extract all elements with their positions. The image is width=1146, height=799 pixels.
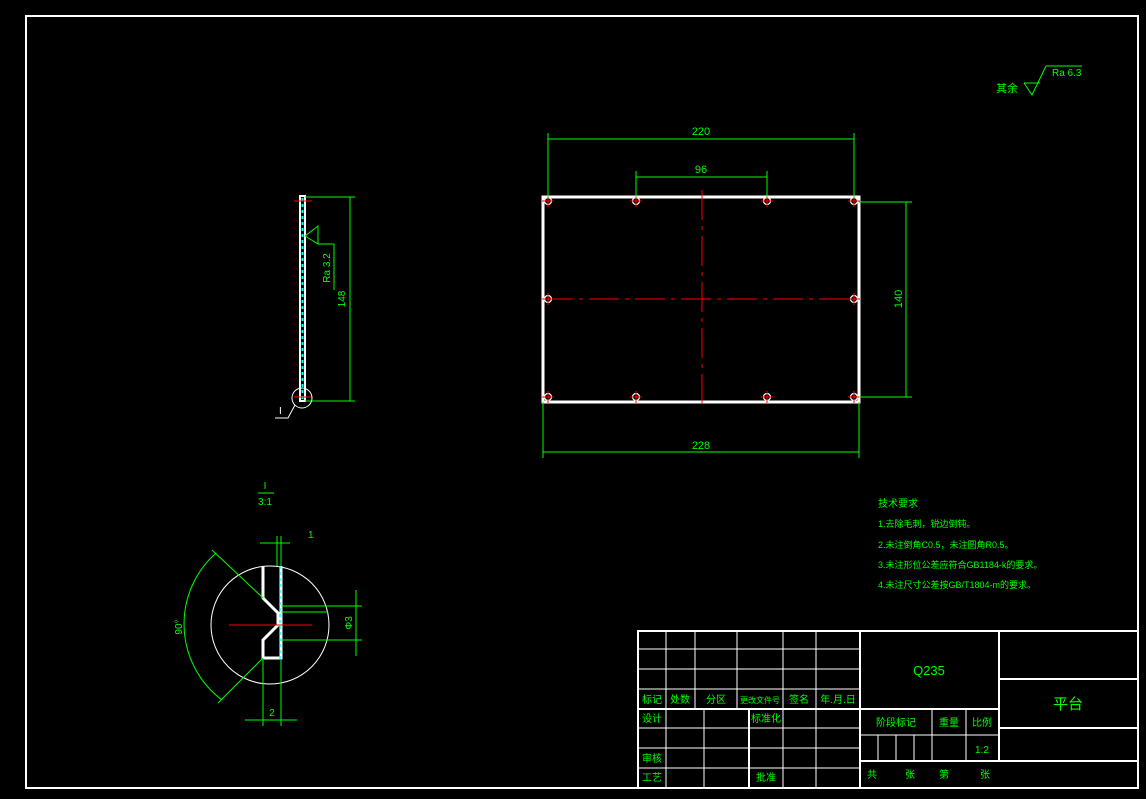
mounting-hole xyxy=(848,391,860,403)
stage-mark-label: 阶段标记 xyxy=(876,716,916,729)
dimension-top-width: 220 xyxy=(547,126,855,197)
revision-header-cell: 年.月.日 xyxy=(820,693,856,706)
dim-148-label: 148 xyxy=(337,290,348,307)
dim-220-label: 220 xyxy=(692,126,710,138)
revision-header-cell: 标记 xyxy=(642,694,662,706)
mounting-hole xyxy=(542,195,554,207)
scale-value: 1:2 xyxy=(975,745,989,756)
revision-header-cell: 更改文件号 xyxy=(740,695,780,705)
sheets-total-label: 共 xyxy=(867,769,877,781)
tech-note-1: 1.去除毛刺，锐边倒钝。 xyxy=(878,518,976,529)
sheets-unit-1: 张 xyxy=(905,769,915,781)
dim-96-label: 96 xyxy=(695,164,707,176)
roughness-side-value: Ra 3.2 xyxy=(322,253,333,283)
detail-circle xyxy=(210,565,330,685)
revision-header-cell: 分区 xyxy=(706,694,726,706)
mounting-hole xyxy=(761,195,773,207)
plate-side-view: 148 Ra 3.2 I xyxy=(275,195,355,419)
roughness-prefix: 其余 xyxy=(996,81,1018,95)
mounting-hole xyxy=(542,293,554,305)
detail-scale-top: I xyxy=(264,481,267,492)
detail-scale-bottom: 3:1 xyxy=(258,497,272,508)
tech-note-4: 4.未注尺寸公差按GB/T1804-m的要求。 xyxy=(878,579,1036,590)
sheets-unit-2: 张 xyxy=(980,769,990,781)
technical-notes: 技术要求 1.去除毛刺，锐边倒钝。 2.未注倒角C0.5，未注圆角R0.5。 3… xyxy=(878,497,1042,590)
drawing-border xyxy=(25,15,1139,789)
review-label: 审核 xyxy=(642,752,662,765)
detail-dim-angle: 90° xyxy=(174,619,185,634)
sheet-no-label: 第 xyxy=(939,768,949,781)
material-value: Q235 xyxy=(913,663,945,678)
title-block-text: 标记处数分区更改文件号签名年.月.日 设计 标准化 审核 工艺 批准 Q235 … xyxy=(642,663,1083,784)
revision-headers: 标记处数 分区 更改文件号签名年.月.日 xyxy=(642,693,856,706)
mounting-hole xyxy=(761,391,773,403)
process-label: 工艺 xyxy=(642,772,662,784)
approve-label: 批准 xyxy=(756,771,776,784)
scale-label: 比例 xyxy=(972,716,992,729)
title-block xyxy=(637,630,1139,789)
plate-front-view xyxy=(541,190,861,408)
part-name: 平台 xyxy=(1053,696,1083,713)
mounting-hole xyxy=(630,391,642,403)
detail-marker-label: I xyxy=(279,406,282,417)
tech-notes-title: 技术要求 xyxy=(878,497,918,510)
weight-label: 重量 xyxy=(939,716,959,729)
tech-note-3: 3.未注形位公差应符合GB1184-k的要求。 xyxy=(878,559,1042,570)
revision-header-cell: 签名 xyxy=(789,693,809,706)
detail-profile xyxy=(261,566,283,660)
mounting-hole xyxy=(542,391,554,403)
dim-140-label: 140 xyxy=(893,290,905,308)
tech-note-2: 2.未注倒角C0.5，未注圆角R0.5。 xyxy=(878,539,1014,550)
detail-dim-2: 2 xyxy=(269,708,275,719)
mounting-hole xyxy=(848,293,860,305)
detail-dim-diameter: Φ3 xyxy=(344,616,355,630)
revision-header-cell: 处数 xyxy=(670,693,690,706)
dimension-bottom-width: 228 xyxy=(542,402,860,458)
roughness-general-value: Ra 6.3 xyxy=(1052,68,1082,79)
mounting-holes xyxy=(542,195,860,403)
design-label: 设计 xyxy=(642,712,662,725)
detail-view: I 3:1 1 Φ3 2 90° xyxy=(174,481,362,726)
general-roughness-symbol: 其余 Ra 6.3 xyxy=(996,65,1082,97)
dimension-hole-spacing: 96 xyxy=(635,164,768,197)
detail-callout-circle xyxy=(291,387,313,409)
standardize-label: 标准化 xyxy=(751,712,781,725)
side-outline xyxy=(299,195,306,402)
detail-dim-1: 1 xyxy=(308,530,314,541)
dimension-right-height: 140 xyxy=(859,201,912,398)
dim-228-label: 228 xyxy=(692,440,710,452)
